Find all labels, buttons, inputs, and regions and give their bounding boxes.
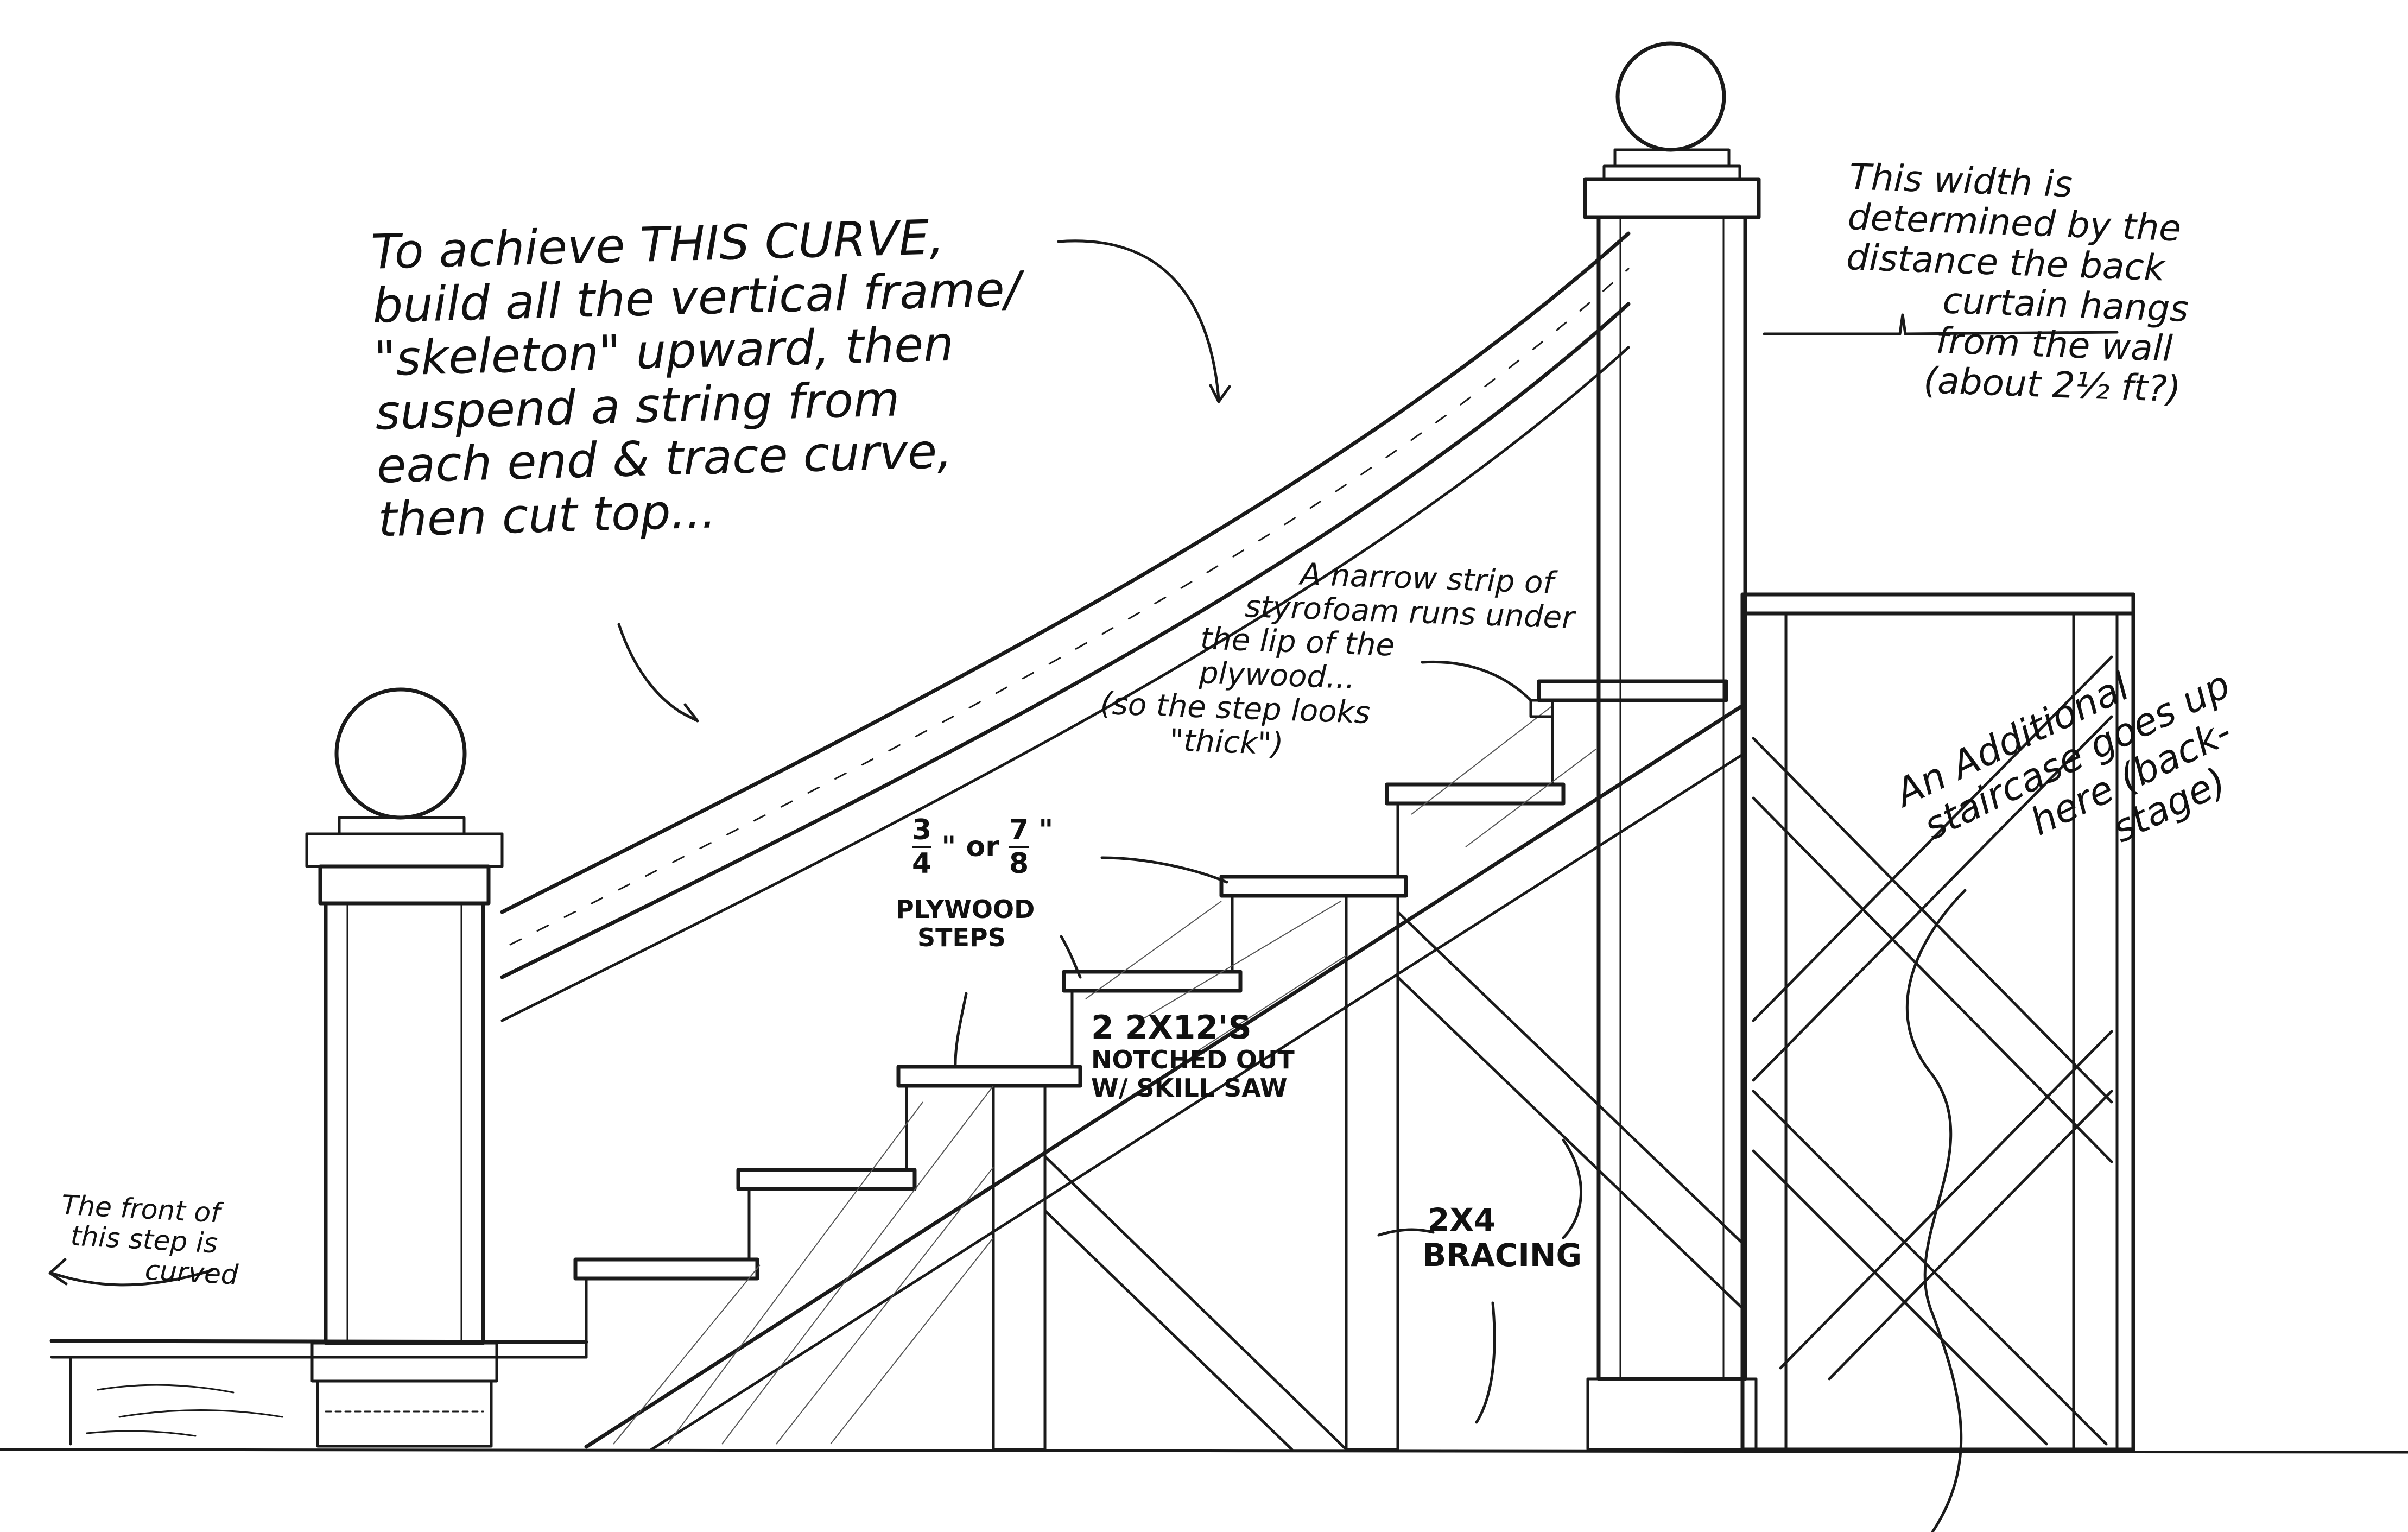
curved-handrail [500,231,1631,1022]
bracing-label: 2X4 BRACING [1422,1202,1582,1273]
fraction-b-numerator: 7 [1009,814,1029,849]
right-newel-post [1583,41,1761,1451]
stringer-hatching [613,705,1596,1445]
left-newel-post [305,687,504,1448]
curve-note: To achieve THIS CURVE, build all the ver… [370,208,1026,547]
fraction-a-denominator: 4 [912,847,932,881]
fraction-b: 7 8 [1009,814,1029,879]
styrofoam-detail [1529,699,1554,718]
thickness-fraction: 3 4 " or 7 8 " [912,814,1053,879]
stringers-line-1: 2 2X12'S [1091,1009,1252,1047]
fraction-b-suffix: " [1038,814,1054,846]
fraction-or: " or [941,831,999,864]
front-step-note: The front of this step is curved [58,1189,242,1290]
plywood-steps-line-2: STEPS [917,922,1006,952]
stringers-line-2: NOTCHED OUT [1091,1045,1295,1075]
fraction-a: 3 4 [912,814,932,881]
bracing-line-1: 2X4 [1428,1201,1496,1238]
width-note: This width is determined by the distance… [1841,156,2193,410]
stringers-label: 2 2X12'S NOTCHED OUT W/ SKILL SAW [1091,1009,1295,1103]
bracing-line-2: BRACING [1422,1236,1582,1274]
plywood-steps-label: PLYWOOD STEPS [896,895,1035,952]
vertical-posts [992,894,1399,1451]
backstage-framing [1740,592,2135,1452]
stringers-line-3: W/ SKILL SAW [1091,1073,1288,1103]
notched-stringer [584,699,1745,1451]
fraction-b-denominator: 8 [1009,847,1029,881]
styrofoam-note: A narrow strip of styrofoam runs under t… [1099,551,1576,771]
leader-arrows [48,239,2119,1532]
fraction-a-numerator: 3 [912,814,932,849]
ground-line [0,1448,2408,1454]
plywood-steps-line-1: PLYWOOD [896,895,1035,924]
diagonal-bracing [1043,910,1744,1451]
